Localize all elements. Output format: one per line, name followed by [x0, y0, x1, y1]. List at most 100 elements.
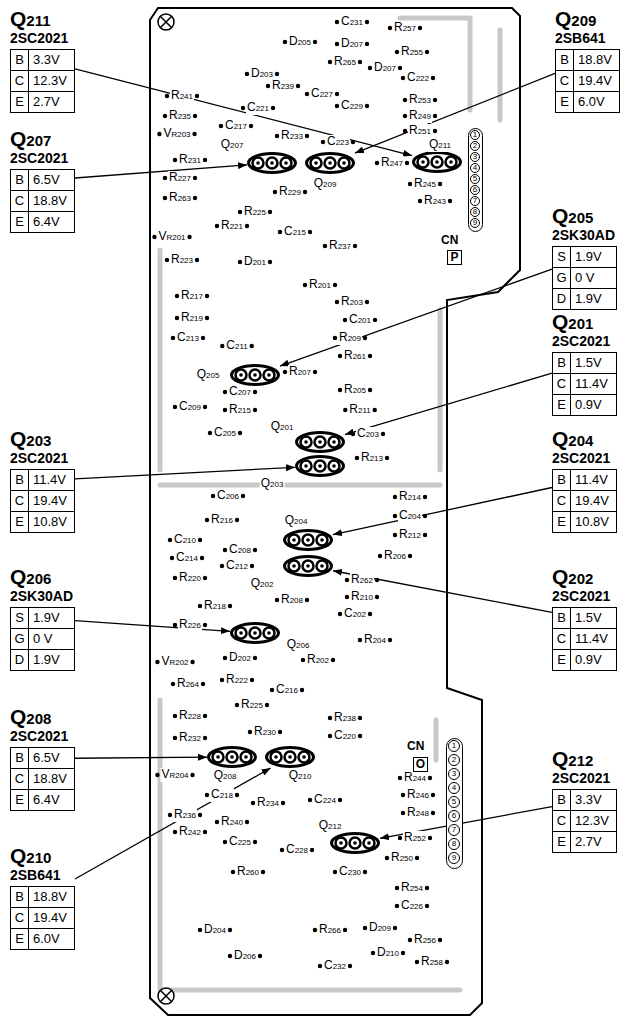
solder-pad [175, 294, 179, 298]
pad-hole [239, 631, 243, 635]
pin-name: E [11, 212, 29, 233]
pad-hole [216, 755, 220, 759]
solder-pad [205, 316, 209, 320]
component-ref: C206 [216, 489, 240, 503]
connector-id: P [447, 250, 462, 265]
voltage-grid: B1.5VC11.4VE0.9V [552, 352, 617, 416]
component-ref: R222 [225, 673, 249, 687]
pad-hole [339, 841, 343, 845]
transistor-footprint: Q211 [412, 151, 462, 173]
pin-voltage: 12.3V [571, 811, 617, 832]
solder-pad [201, 336, 205, 340]
solder-pad [173, 405, 177, 409]
pin-voltage: 0 V [29, 629, 75, 650]
solder-pad [305, 134, 309, 138]
solder-pad [296, 84, 300, 88]
solder-pad [250, 564, 254, 568]
leader-line [345, 373, 552, 434]
transistor-ref: Q202 [250, 577, 275, 591]
solder-pad [395, 50, 399, 54]
solder-pad [265, 703, 269, 707]
component-ref: D206 [233, 949, 257, 963]
solder-pad [223, 390, 227, 394]
leader-line [75, 165, 247, 178]
solder-pad [173, 623, 177, 627]
solder-pad [275, 598, 279, 602]
pad-hole [318, 464, 322, 468]
component-ref: D201 [243, 255, 267, 269]
solder-pad [433, 129, 437, 133]
solder-pad [190, 660, 194, 664]
solder-pad [173, 158, 177, 162]
solder-pad [219, 124, 223, 128]
trace [434, 720, 439, 760]
pin-name: C [11, 71, 29, 92]
solder-pad [275, 72, 279, 76]
part-number: 2SC2021 [552, 588, 617, 604]
solder-pad [433, 98, 437, 102]
component-ref: C202 [343, 607, 367, 621]
component-ref: R202 [306, 653, 330, 667]
solder-pad [401, 811, 405, 815]
component-ref: R251 [408, 124, 432, 138]
transistor-ref: Q211 [10, 8, 75, 30]
component-ref: C213 [176, 331, 200, 345]
transistor-ref: Q203 [10, 428, 75, 450]
solder-pad [338, 388, 342, 392]
connector-id: O [413, 757, 428, 772]
transistor-pad [336, 838, 347, 849]
pin-name: B [553, 470, 571, 491]
pin-name: E [553, 650, 571, 671]
component-ref: R254 [400, 881, 424, 895]
solder-pad [253, 408, 257, 412]
solder-pad [278, 730, 282, 734]
voltage-grid: B11.4VC19.4VE10.8V [10, 469, 75, 533]
pin-voltage: 19.4V [29, 908, 75, 929]
pin-voltage: 11.4V [29, 470, 75, 491]
pin-number: 6 [448, 810, 460, 822]
solder-pad [335, 300, 339, 304]
solder-pad [231, 870, 235, 874]
solder-pads [152, 20, 452, 968]
transistor-ref: Q210 [10, 845, 75, 867]
solder-pad [271, 106, 275, 110]
solder-pad [423, 533, 427, 537]
pin-name: G [11, 629, 29, 650]
solder-pad [395, 904, 399, 908]
transistor-pad [432, 157, 443, 168]
component-ref: R217 [180, 289, 204, 303]
solder-pad [381, 432, 385, 436]
component-ref: R246 [406, 788, 430, 802]
component-ref: R227 [168, 171, 192, 185]
pin-voltage: 1.5V [571, 353, 617, 374]
solder-pad [335, 42, 339, 46]
solder-pad [338, 798, 342, 802]
solder-pad [308, 230, 312, 234]
transistor-body [332, 834, 379, 853]
solder-pad [313, 40, 317, 44]
component-ref: R223 [170, 253, 194, 267]
solder-pad [168, 813, 172, 817]
pin-voltage: 11.4V [571, 629, 617, 650]
solder-pad [438, 938, 442, 942]
pin-name: E [11, 512, 29, 533]
transistor-pad [311, 158, 322, 169]
solder-pad [198, 928, 202, 932]
solder-pad [245, 72, 249, 76]
solder-pad [338, 354, 342, 358]
component-ref: R211 [348, 403, 371, 417]
component-ref: R232 [178, 731, 202, 745]
solder-pad [205, 793, 209, 797]
solder-pad [310, 848, 314, 852]
transistor-pad [250, 628, 261, 639]
transistor-pad [317, 561, 328, 572]
solder-pad [155, 773, 159, 777]
solder-pad [275, 134, 279, 138]
solder-pad [258, 954, 262, 958]
solder-pad [211, 494, 215, 498]
transistor-ref: Q201 [552, 311, 617, 333]
transistor-outline [283, 529, 333, 551]
transistor-pad [325, 158, 336, 169]
pin-name: C [553, 374, 571, 395]
copper-traces [160, 18, 500, 990]
